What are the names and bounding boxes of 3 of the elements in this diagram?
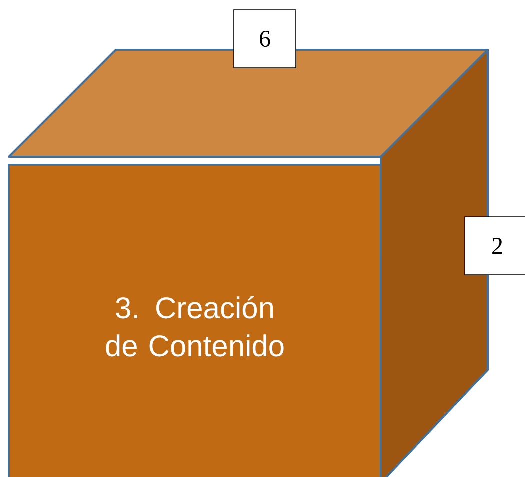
number-box: 6 [234, 10, 296, 68]
cube: 3. Creación de Contenido [8, 49, 489, 477]
number-box: 2 [464, 216, 525, 276]
